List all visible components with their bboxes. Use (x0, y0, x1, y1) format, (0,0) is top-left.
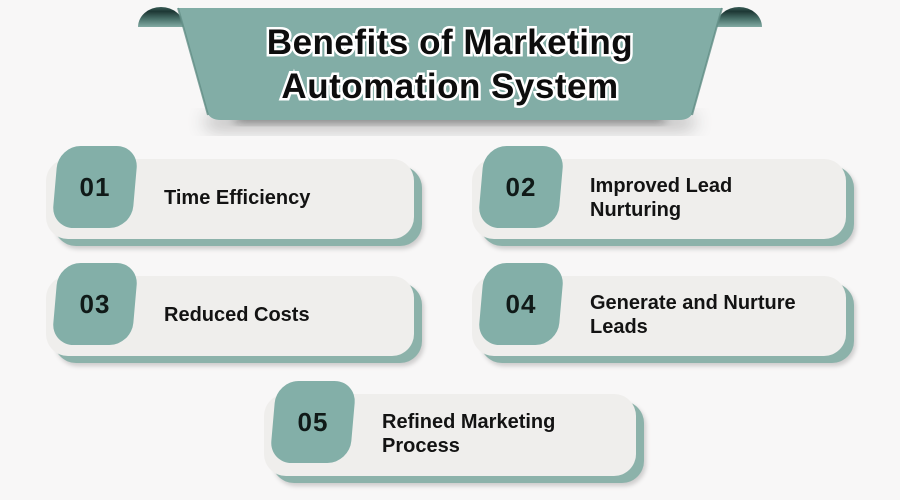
ribbon-curl-right-icon (716, 7, 762, 27)
title-outline-layer: Automation System (279, 65, 621, 109)
benefit-number-badge: 02 (477, 146, 565, 228)
ribbon-body (178, 8, 722, 120)
banner-title-line1: Benefits of Marketing Benefits of Market… (170, 21, 730, 65)
benefit-number-badge: 03 (51, 263, 139, 345)
benefit-number-badge: 01 (51, 146, 139, 228)
title-text-layer: Benefits of Marketing (266, 23, 634, 62)
benefit-number: 02 (505, 171, 537, 202)
benefit-number: 04 (505, 288, 537, 319)
benefit-number: 03 (79, 288, 111, 319)
benefit-number-badge: 04 (477, 263, 565, 345)
benefit-item-3: Reduced Costs 03 (46, 263, 422, 363)
ribbon-graphic (138, 7, 762, 129)
benefit-label: Refined Marketing Process (382, 411, 556, 457)
benefit-item-5: Refined Marketing Process 05 (264, 381, 644, 483)
banner-title-line2: Automation System Automation System (170, 65, 730, 109)
benefit-item-2: Improved Lead Nurturing 02 (472, 146, 854, 246)
benefit-label: Improved Lead Nurturing (590, 175, 733, 221)
ribbon-edge-right (691, 7, 723, 116)
benefit-item-1: Time Efficiency 01 (46, 146, 422, 246)
banner-ribbon: Benefits of Marketing Benefits of Market… (0, 0, 900, 140)
benefit-number: 01 (79, 171, 111, 202)
benefit-label: Time Efficiency (164, 187, 311, 210)
ribbon-curl-left-icon (138, 7, 184, 27)
benefit-number-badge: 05 (269, 381, 357, 463)
ribbon-edge-left (177, 7, 209, 116)
benefit-number: 05 (297, 406, 329, 437)
benefit-item-4: Generate and Nurture Leads 04 (472, 263, 854, 363)
benefit-label: Reduced Costs (164, 304, 310, 327)
title-text-layer: Automation System (281, 67, 619, 106)
benefit-label: Generate and Nurture Leads (590, 292, 796, 338)
title-outline-layer: Benefits of Marketing (264, 21, 635, 65)
banner-title: Benefits of Marketing Benefits of Market… (170, 21, 730, 109)
